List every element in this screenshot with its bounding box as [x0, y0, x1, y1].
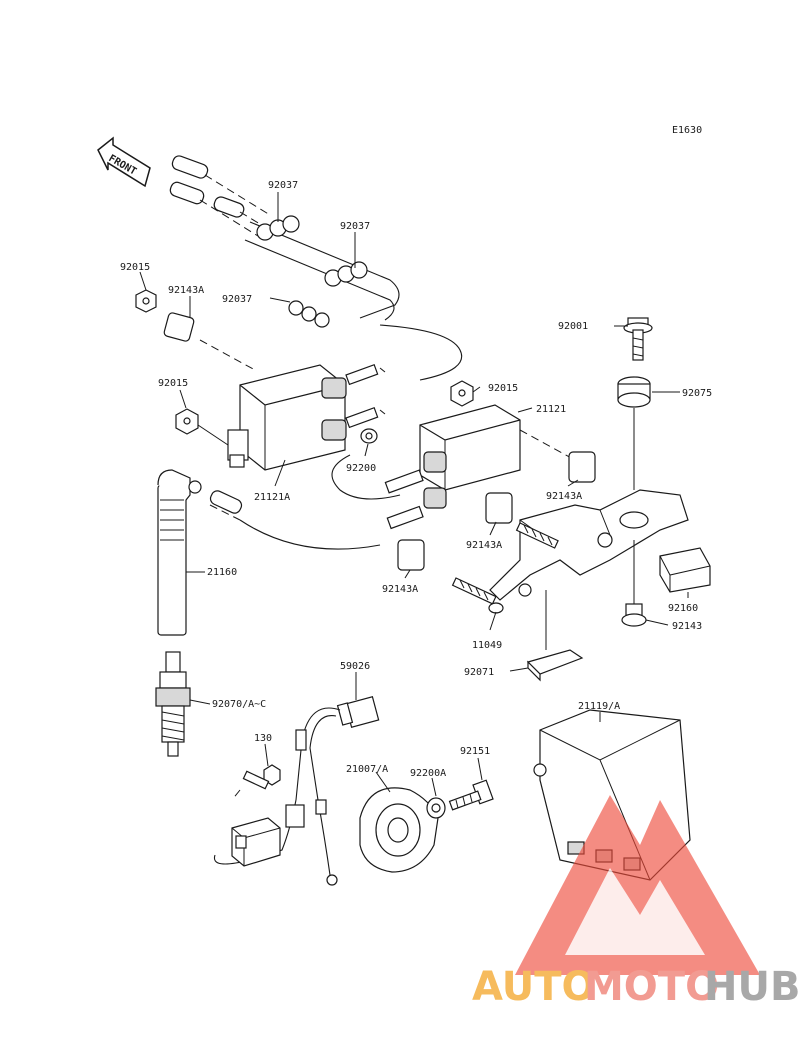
washer-92200 [360, 428, 378, 444]
watermark-auto: AUTO [472, 964, 596, 1010]
label-21160: 21160 [207, 567, 237, 578]
label-92143: 92143 [672, 621, 702, 632]
label-21121: 21121 [536, 404, 566, 415]
label-92160: 92160 [668, 603, 698, 614]
bolt-long-b [451, 577, 504, 614]
label-92071: 92071 [464, 667, 494, 678]
label-21121A: 21121A [254, 492, 290, 503]
bolt-92001 [623, 317, 653, 361]
label-59026: 59026 [340, 661, 370, 672]
label-92037-a: 92037 [268, 180, 298, 191]
label-92151: 92151 [460, 746, 490, 757]
damper-92160 [659, 547, 711, 593]
nut-92015-b [175, 408, 229, 446]
label-11049: 11049 [472, 640, 502, 651]
clamp-92037-c [288, 300, 330, 328]
collar-92143A-right [568, 451, 596, 483]
ignition-coil-21121 [331, 404, 576, 530]
label-92200A: 92200A [410, 768, 446, 779]
label-21119: 21119/A [578, 701, 620, 712]
label-92037-b: 92037 [340, 221, 370, 232]
label-92015-c: 92015 [488, 383, 518, 394]
label-92070: 92070/A~C [212, 699, 266, 710]
collar-92143A-top [163, 312, 256, 371]
washer-92200A [426, 797, 446, 819]
bolt-130 [231, 764, 281, 801]
clamp-92037-b [324, 261, 368, 287]
label-92037-c: 92037 [222, 294, 252, 305]
label-92200: 92200 [346, 463, 376, 474]
leader-lines [139, 192, 689, 797]
collar-92143A-bottom [397, 539, 425, 571]
lead-dash [209, 504, 241, 521]
label-21007: 21007/A [346, 764, 388, 775]
bracket-11049 [489, 489, 689, 601]
plug-lead-21160 [157, 469, 202, 636]
watermark-triangle-icon [515, 795, 760, 975]
label-130: 130 [254, 733, 272, 744]
label-92015-a: 92015 [120, 262, 150, 273]
nut-92015-a [135, 289, 157, 313]
timing-rotor-21007 [359, 787, 439, 873]
plug-lead-tubes [169, 155, 463, 381]
label-92143A-bottom: 92143A [382, 584, 418, 595]
label-92015-b: 92015 [158, 378, 188, 389]
lead-wire [239, 519, 381, 550]
label-92001: 92001 [558, 321, 588, 332]
pickup-wiring-59026 [213, 696, 380, 886]
clamp-92037-a [256, 215, 300, 241]
diagram-code: E1630 [672, 125, 702, 136]
label-92143A-middle: 92143A [466, 540, 502, 551]
watermark-hub: HUB [704, 964, 800, 1010]
watermark-logo: AUTO MOTO HUB [472, 795, 800, 1010]
grommet-92075 [617, 376, 651, 490]
lead-tube-short [209, 490, 243, 514]
pad-92071 [526, 590, 584, 682]
bolt-92151 [448, 779, 494, 811]
nut-92015-c [450, 380, 474, 407]
collar-92143A-middle [485, 492, 513, 524]
label-92143A-right: 92143A [546, 491, 582, 502]
front-arrow-icon: FRONT [97, 136, 151, 188]
ignition-coil-21121A [227, 363, 386, 471]
label-92075: 92075 [682, 388, 712, 399]
bolt-long-a [515, 522, 559, 549]
part-labels: 92037 92037 92037 92015 92143A 92015 920… [120, 180, 712, 779]
watermark-moto: MOTO [584, 964, 719, 1010]
collar-92143 [621, 540, 647, 627]
label-92143A-top: 92143A [168, 285, 204, 296]
spark-plug-92070 [155, 651, 191, 757]
